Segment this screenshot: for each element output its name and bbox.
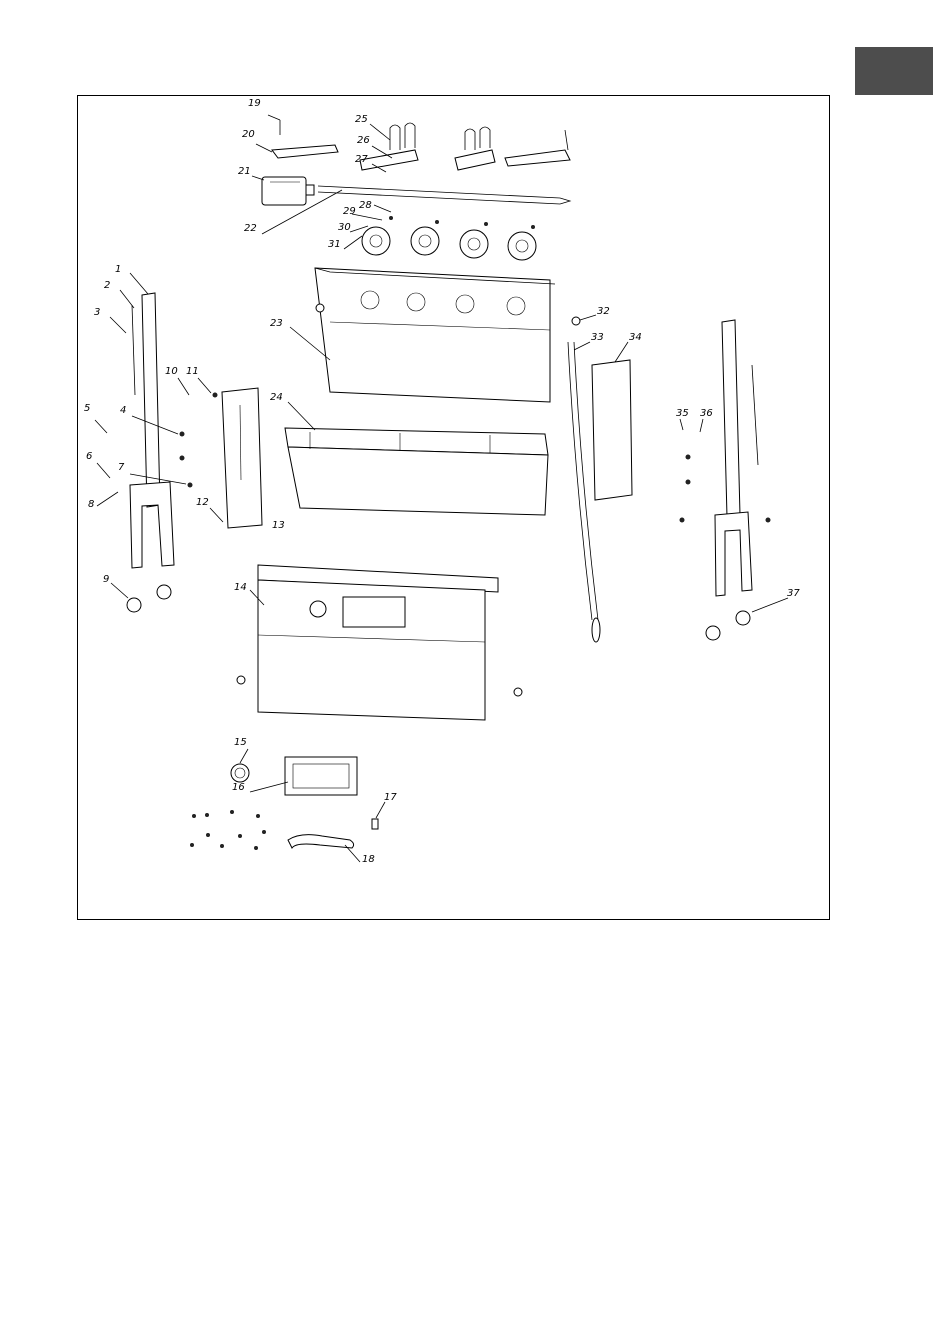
callout-34: 34 — [629, 332, 642, 343]
callout-28: 28 — [359, 200, 372, 211]
callout-1: 1 — [115, 264, 121, 275]
callout-23: 23 — [270, 318, 283, 329]
grill-body — [285, 428, 548, 515]
rotisserie-motor — [262, 177, 314, 205]
side-shelf-right — [592, 360, 632, 500]
callout-26: 26 — [357, 135, 370, 146]
spit-handle-right — [505, 130, 570, 166]
callout-32: 32 — [597, 306, 610, 317]
control-panel-parts — [231, 757, 378, 848]
callout-18: 18 — [362, 854, 375, 865]
callout-31: 31 — [328, 239, 341, 250]
leg-right — [706, 320, 752, 640]
callout-16: 16 — [232, 782, 245, 793]
leg-left — [127, 293, 174, 612]
callout-36: 36 — [700, 408, 713, 419]
side-shelf-left — [222, 388, 262, 528]
callout-30: 30 — [338, 222, 351, 233]
back-panel — [315, 268, 555, 402]
callout-29: 29 — [343, 206, 356, 217]
callout-7: 7 — [118, 462, 125, 473]
front-panel — [258, 565, 498, 720]
callout-20: 20 — [242, 129, 255, 140]
callout-8: 8 — [88, 499, 94, 510]
callout-4: 4 — [120, 405, 126, 416]
callout-11: 11 — [186, 366, 199, 377]
callout-22: 22 — [244, 223, 257, 234]
callout-6: 6 — [86, 451, 92, 462]
callout-2: 2 — [104, 280, 110, 291]
callout-19: 19 — [248, 98, 261, 109]
callout-3: 3 — [94, 307, 100, 318]
callout-9: 9 — [103, 574, 109, 585]
callout-15: 15 — [234, 737, 247, 748]
spit-rod — [318, 186, 570, 204]
callout-35: 35 — [676, 408, 689, 419]
callout-27: 27 — [355, 154, 368, 165]
callout-17: 17 — [384, 792, 397, 803]
callout-12: 12 — [196, 497, 209, 508]
callout-21: 21 — [238, 166, 251, 177]
callout-14: 14 — [234, 582, 247, 593]
spit-forks — [360, 123, 495, 170]
burners — [362, 216, 536, 260]
callout-10: 10 — [165, 366, 178, 377]
skewer-rack-left — [132, 305, 135, 395]
callout-37: 37 — [787, 588, 800, 599]
callout-33: 33 — [591, 332, 604, 343]
skewer-rack-right — [752, 365, 758, 465]
callout-5: 5 — [84, 403, 90, 414]
callout-25: 25 — [355, 114, 368, 125]
spit-handle-left — [272, 120, 338, 158]
callout-24: 24 — [270, 392, 283, 403]
callout-13: 13 — [272, 520, 285, 531]
